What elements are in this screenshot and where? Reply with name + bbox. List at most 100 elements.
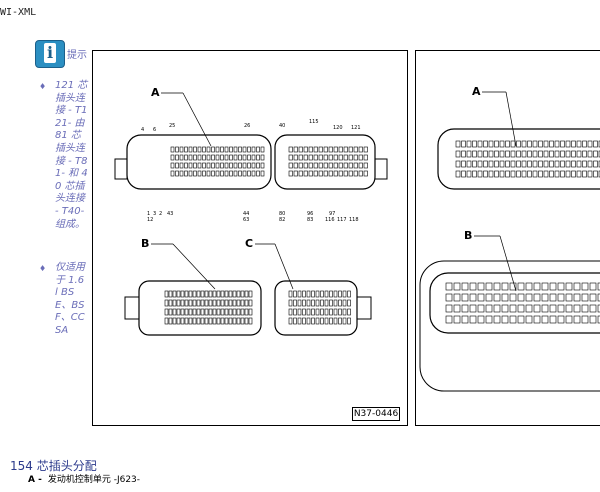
- connector-pin: [342, 299, 347, 307]
- connector-pin: [206, 146, 211, 153]
- connector-pin: [172, 317, 177, 325]
- connector-pin: [358, 146, 363, 153]
- connector-pin: [455, 150, 461, 158]
- connector-pin: [216, 290, 221, 298]
- connector-pin: [320, 308, 324, 316]
- connector-pin: [232, 299, 237, 307]
- connector-pin: [338, 146, 343, 153]
- connector-pin: [288, 162, 293, 169]
- connector-pin: [469, 304, 477, 313]
- connector-pin: [549, 140, 554, 148]
- connector-pin: [238, 170, 242, 177]
- connector-pin: [302, 308, 306, 316]
- connector-pin: [571, 160, 576, 168]
- connector-pin: [212, 317, 217, 325]
- connector-pin: [224, 290, 229, 298]
- connector-pin: [297, 308, 302, 316]
- connector-pin: [228, 317, 233, 325]
- svg-text:120: 120: [333, 125, 343, 131]
- connector-pin: [581, 293, 589, 302]
- connector-pin: [557, 282, 565, 291]
- connector-pin: [206, 154, 211, 161]
- connector-pin: [168, 317, 173, 325]
- connector-pin: [582, 170, 587, 178]
- connector-pin: [224, 154, 229, 161]
- connector-pin: [347, 299, 351, 307]
- connector-pin: [598, 140, 600, 148]
- connector-pin: [488, 140, 494, 148]
- connector-pin: [549, 315, 557, 324]
- connector-pin: [538, 140, 543, 148]
- connector-pin: [188, 146, 193, 153]
- connector-pin: [483, 140, 488, 148]
- connector-pin: [333, 170, 338, 177]
- connector-pin: [308, 146, 313, 153]
- connector-pin: [541, 282, 549, 291]
- connector-pin: [510, 170, 516, 178]
- connector-pin: [541, 315, 549, 324]
- svg-text:118: 118: [349, 217, 359, 223]
- section-sub-text: 发动机控制单元 -J623-: [47, 475, 141, 485]
- connector-pin: [455, 140, 461, 148]
- connector-pin: [184, 154, 188, 161]
- connector-pin: [236, 308, 241, 316]
- connector-pin: [202, 170, 206, 177]
- connector-pin: [184, 146, 188, 153]
- connector-pin: [318, 170, 323, 177]
- connector-pin: [477, 282, 485, 291]
- connector-pin: [516, 170, 521, 178]
- connector-pin: [587, 170, 593, 178]
- connector-pin: [477, 170, 483, 178]
- connector-pin: [233, 162, 238, 169]
- connector-pin: [184, 170, 188, 177]
- connector-pin: [543, 160, 549, 168]
- connector-pin: [216, 317, 221, 325]
- connector-pin: [324, 299, 329, 307]
- connector-pin: [256, 146, 260, 153]
- connector-pin: [228, 299, 233, 307]
- connector-pin: [571, 150, 576, 158]
- connector-pin: [477, 140, 483, 148]
- connector-pin: [358, 162, 363, 169]
- connector-pin: [499, 140, 505, 148]
- connector-pin: [517, 304, 525, 313]
- connector-pin: [472, 150, 477, 158]
- connector-pin: [184, 299, 189, 307]
- connector-pin: [505, 140, 510, 148]
- connector-pin: [188, 162, 193, 169]
- connector-pin: [509, 293, 517, 302]
- connector-pin: [293, 290, 297, 298]
- connector-figure-main: A 4 6 25 26 40 115 120 121 1 3 2 43 44 8…: [92, 50, 408, 426]
- connector-pin: [565, 160, 571, 168]
- connector-pin: [224, 162, 229, 169]
- connector-pin: [581, 282, 589, 291]
- connector-pin: [288, 154, 293, 161]
- connector-pin: [188, 317, 193, 325]
- connector-pin: [244, 317, 249, 325]
- connector-pin: [320, 299, 324, 307]
- connector-pin: [175, 170, 179, 177]
- connector-pin: [318, 154, 323, 161]
- connector-pin: [238, 162, 242, 169]
- connector-pin: [224, 146, 229, 153]
- svg-text:82: 82: [279, 217, 285, 223]
- connector-pin: [509, 315, 517, 324]
- connector-pin: [233, 170, 238, 177]
- connector-pin: [200, 317, 205, 325]
- connector-pin: [297, 299, 302, 307]
- connector-pin: [318, 162, 323, 169]
- connector-pin: [315, 317, 320, 325]
- connector-pin: [288, 290, 293, 298]
- connector-pin: [211, 154, 215, 161]
- connector-pin: [333, 146, 338, 153]
- connector-pin: [193, 170, 197, 177]
- connector-pin: [554, 160, 560, 168]
- connector-pin: [560, 160, 565, 168]
- connector-pin: [244, 290, 249, 298]
- connector-pin: [501, 282, 509, 291]
- connector-pin: [240, 290, 245, 298]
- connector-pin: [521, 150, 527, 158]
- connector-pin: [565, 304, 573, 313]
- connector-pin: [242, 154, 247, 161]
- connector-pin: [320, 317, 324, 325]
